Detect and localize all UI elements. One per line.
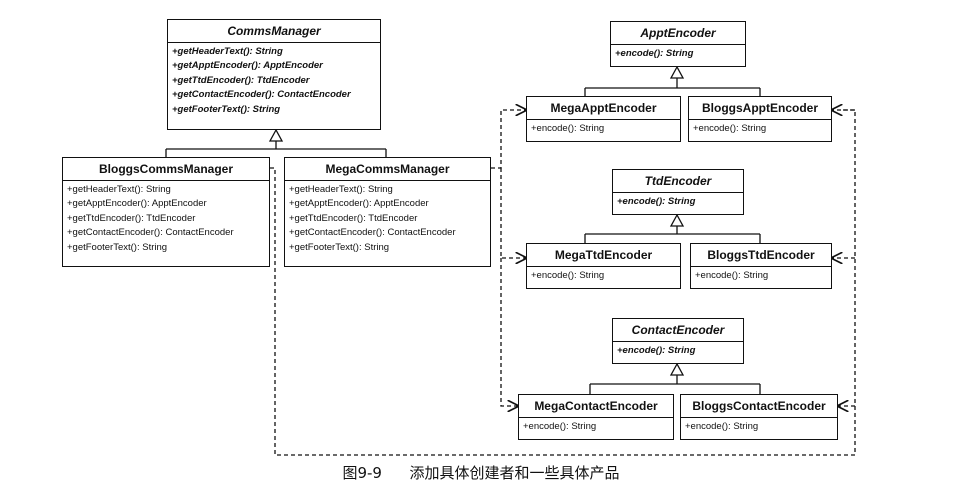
class-bloggs-appt-encoder: BloggsApptEncoder +encode(): String	[688, 96, 832, 142]
method: +getApptEncoder(): ApptEncoder	[172, 60, 323, 72]
dependency-mega-contact	[500, 258, 518, 406]
method: +encode(): String	[695, 270, 769, 281]
dependency-mega-ttd	[500, 168, 526, 258]
method: +encode(): String	[523, 421, 597, 432]
method-list: +encode(): String	[613, 193, 743, 211]
method-list: +encode(): String	[613, 342, 743, 360]
class-mega-ttd-encoder: MegaTtdEncoder +encode(): String	[526, 243, 681, 289]
method-list: +getHeaderText(): String +getApptEncoder…	[63, 181, 269, 257]
method: +getFooterText(): String	[172, 103, 281, 115]
class-name: MegaCommsManager	[285, 158, 490, 181]
dependency-mega-appt	[491, 110, 526, 169]
method-list: +encode(): String	[519, 418, 673, 436]
figure-caption: 图9-9 添加具体创建者和一些具体产品	[0, 462, 962, 483]
class-name: TtdEncoder	[613, 170, 743, 193]
method: +getContactEncoder(): ContactEncoder	[289, 227, 456, 239]
figure-title: 添加具体创建者和一些具体产品	[409, 464, 620, 482]
method-list: +getHeaderText(): String +getApptEncoder…	[285, 181, 490, 257]
method: +getApptEncoder(): ApptEncoder	[67, 198, 207, 210]
class-bloggs-ttd-encoder: BloggsTtdEncoder +encode(): String	[690, 243, 832, 289]
class-name: MegaContactEncoder	[519, 395, 673, 418]
method-list: +encode(): String	[691, 267, 831, 285]
class-mega-contact-encoder: MegaContactEncoder +encode(): String	[518, 394, 674, 440]
class-name: ApptEncoder	[611, 22, 745, 45]
inheritance-triangle-contact	[669, 362, 685, 376]
class-mega-comms-manager: MegaCommsManager +getHeaderText(): Strin…	[284, 157, 491, 267]
method: +encode(): String	[531, 123, 605, 134]
class-name: BloggsApptEncoder	[689, 97, 831, 120]
method: +getFooterText(): String	[67, 241, 168, 253]
figure-number: 图9-9	[342, 464, 382, 482]
class-name: MegaTtdEncoder	[527, 244, 680, 267]
class-bloggs-comms-manager: BloggsCommsManager +getHeaderText(): Str…	[62, 157, 270, 267]
class-name: BloggsContactEncoder	[681, 395, 837, 418]
method: +getHeaderText(): String	[67, 184, 171, 195]
method: +getApptEncoder(): ApptEncoder	[289, 198, 429, 210]
class-name: ContactEncoder	[613, 319, 743, 342]
inheritance-triangle-comms	[268, 128, 284, 142]
class-name: MegaApptEncoder	[527, 97, 680, 120]
class-name: BloggsTtdEncoder	[691, 244, 831, 267]
method-list: +encode(): String	[689, 120, 831, 138]
method: +encode(): String	[693, 123, 767, 134]
method: +encode(): String	[531, 270, 605, 281]
class-mega-appt-encoder: MegaApptEncoder +encode(): String	[526, 96, 681, 142]
method: +encode(): String	[615, 48, 694, 59]
class-name: BloggsCommsManager	[63, 158, 269, 181]
method: +getContactEncoder(): ContactEncoder	[172, 89, 351, 101]
method: +encode(): String	[617, 196, 696, 207]
class-appt-encoder: ApptEncoder +encode(): String	[610, 21, 746, 67]
method: +getContactEncoder(): ContactEncoder	[67, 227, 234, 239]
method: +getTtdEncoder(): TtdEncoder	[289, 212, 418, 224]
class-contact-encoder: ContactEncoder +encode(): String	[612, 318, 744, 364]
method: +getFooterText(): String	[289, 241, 390, 253]
method-list: +encode(): String	[611, 45, 745, 63]
method: +encode(): String	[685, 421, 759, 432]
method-list: +encode(): String	[681, 418, 837, 436]
inheritance-triangle-appt	[669, 65, 685, 79]
method-list: +encode(): String	[527, 267, 680, 285]
method: +getTtdEncoder(): TtdEncoder	[172, 74, 310, 86]
inheritance-triangle-ttd	[669, 213, 685, 227]
method-list: +getHeaderText(): String +getApptEncoder…	[168, 43, 380, 119]
method: +getHeaderText(): String	[172, 46, 283, 57]
class-ttd-encoder: TtdEncoder +encode(): String	[612, 169, 744, 215]
class-comms-manager: CommsManager +getHeaderText(): String +g…	[167, 19, 381, 130]
class-bloggs-contact-encoder: BloggsContactEncoder +encode(): String	[680, 394, 838, 440]
method: +getTtdEncoder(): TtdEncoder	[67, 212, 196, 224]
class-name: CommsManager	[168, 20, 380, 43]
method: +getHeaderText(): String	[289, 184, 393, 195]
method: +encode(): String	[617, 345, 696, 356]
method-list: +encode(): String	[527, 120, 680, 138]
